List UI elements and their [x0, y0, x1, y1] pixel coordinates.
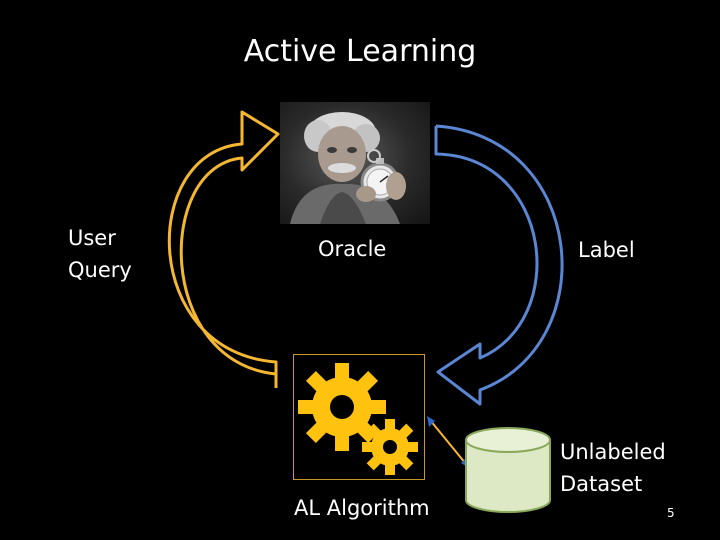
- label-label: Label: [578, 238, 635, 262]
- database-cylinder-icon: [465, 427, 551, 513]
- algorithm-dataset-connector: [429, 419, 467, 465]
- connector-head-top-icon: [427, 416, 435, 427]
- oracle-photo: [280, 102, 430, 224]
- dataset-line-1: Unlabeled: [560, 440, 666, 464]
- oracle-label: Oracle: [318, 237, 387, 261]
- dataset-line-2: Dataset: [560, 472, 643, 496]
- algorithm-box: [293, 354, 425, 480]
- gears-icon: [298, 363, 418, 475]
- label-arrow: [434, 124, 564, 406]
- dataset-label: Unlabeled Dataset: [560, 436, 666, 500]
- user-query-label: User Query: [68, 222, 132, 286]
- user-query-arrow: [167, 110, 280, 388]
- user-query-line-1: User: [68, 226, 116, 250]
- slide-title: Active Learning: [243, 34, 477, 69]
- user-query-line-2: Query: [68, 258, 132, 282]
- einstein-stopwatch-icon: [290, 112, 406, 224]
- algorithm-label: AL Algorithm: [294, 496, 430, 520]
- page-number: 5: [667, 506, 675, 520]
